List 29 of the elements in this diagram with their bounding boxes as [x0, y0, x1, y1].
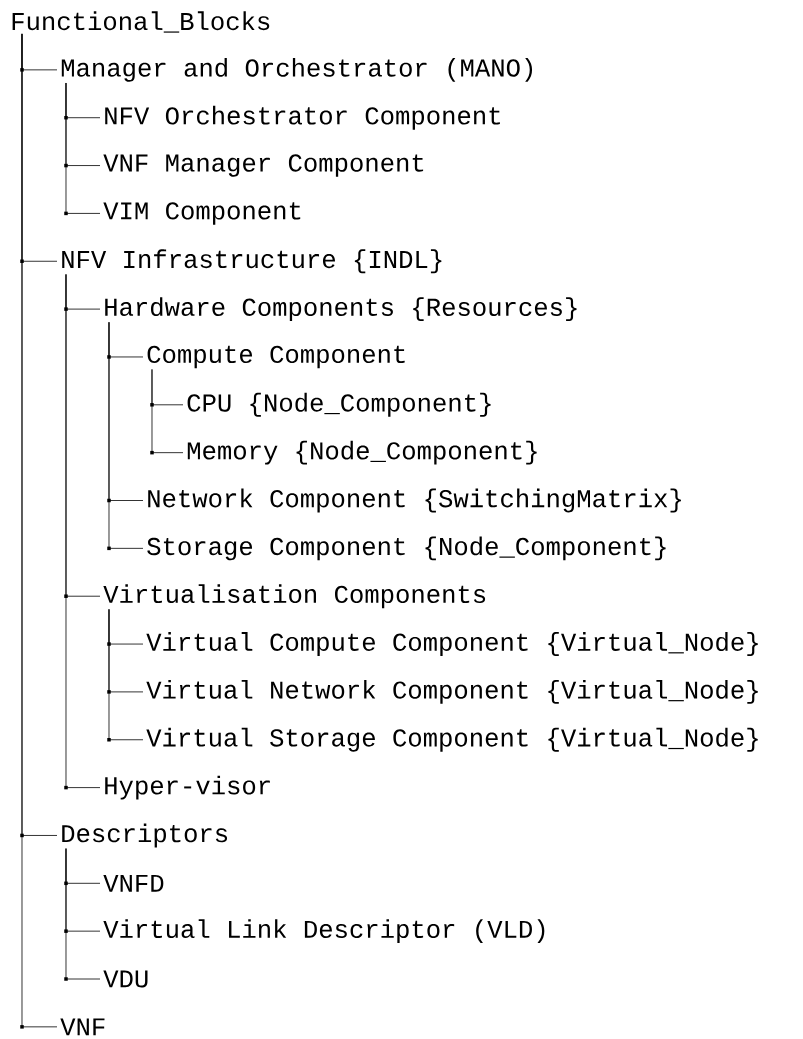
tree-item: VNF Manager Component: [103, 154, 424, 177]
tree-connector: [64, 274, 101, 790]
tree-item: Compute Component: [147, 345, 405, 369]
tree-item: CPU {Node_Component}: [187, 392, 491, 417]
tree-item: Network Component {SwitchingMatrix}: [148, 488, 681, 513]
tree-connector: [64, 848, 101, 981]
tree-item: Virtual Network Component {Virtual_Node}: [146, 679, 758, 704]
tree-item: VDU: [103, 970, 148, 988]
tree-item: Hyper-visor: [105, 775, 270, 800]
tree-item: Memory {Node_Component}: [187, 440, 537, 465]
tree-item: Descriptors: [62, 823, 228, 848]
tree-item: Virtual Link Descriptor (VLD): [103, 919, 545, 944]
tree-item: NFV Infrastructure {INDL}: [62, 249, 442, 274]
tree-item: Virtualisation Components: [103, 584, 486, 609]
tree-connector: [107, 321, 144, 551]
tree-connector: [107, 608, 144, 742]
tree-item: Hardware Components {Resources}: [105, 297, 577, 322]
tree-item: VNFD: [103, 874, 164, 892]
tree-item: NFV Orchestrator Component: [105, 105, 500, 130]
tree-item: VNF: [60, 1018, 105, 1036]
tree-connector: [20, 33, 58, 1029]
tree-item: Manager and Orchestrator (MANO): [61, 57, 533, 82]
tree-item: VIM Component: [103, 202, 301, 225]
tree-item: Functional_Blocks: [12, 11, 270, 33]
tree-item: Storage Component {Node_Component}: [147, 536, 666, 561]
tree-connector: [64, 82, 101, 216]
tree-item: Virtual Compute Component {Virtual_Node}: [146, 632, 758, 656]
tree-item: Virtual Storage Component {Virtual_Node}: [146, 727, 758, 752]
tree-connector: [150, 369, 184, 455]
